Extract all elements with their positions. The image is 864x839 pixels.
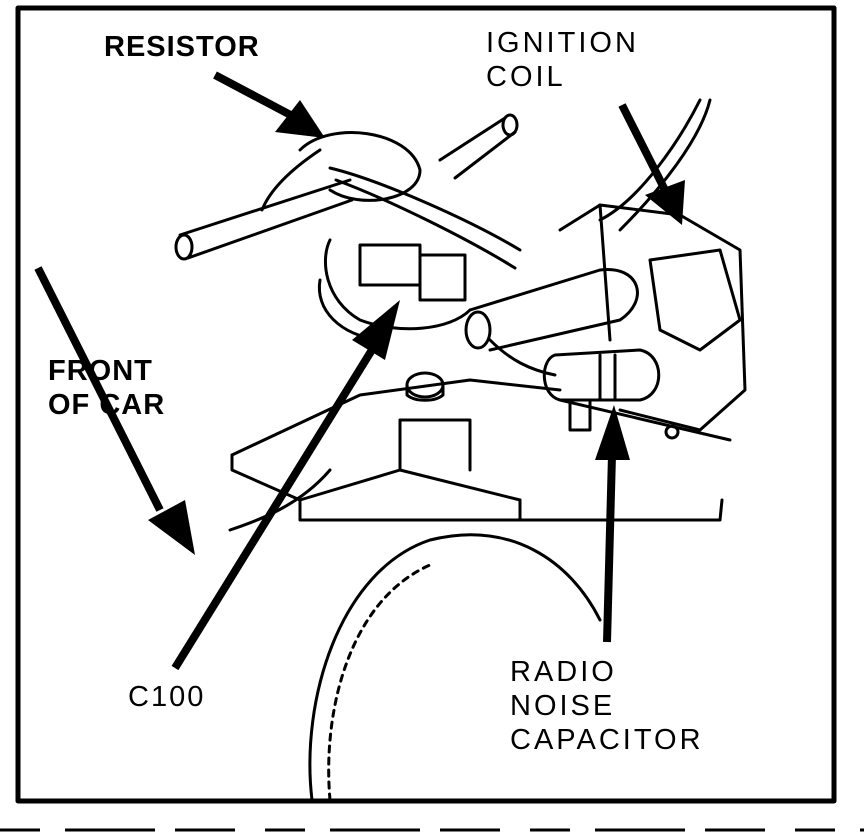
ignition-arrowhead xyxy=(645,180,685,225)
label-front-of-car: FRONT OF CAR xyxy=(48,354,165,422)
label-front-of-car-line1: FRONT xyxy=(48,355,153,387)
label-front-of-car-line2: OF CAR xyxy=(48,389,166,421)
c100-connector-left xyxy=(358,243,422,287)
c100-connector-right xyxy=(418,253,467,302)
front-arrow-shaft xyxy=(34,266,164,512)
resistor-arrowhead xyxy=(275,100,325,138)
ignition-arrow-shaft xyxy=(618,103,669,192)
capacitor-arrowhead xyxy=(595,405,630,460)
bracket-top-edge xyxy=(230,378,562,457)
capacitor-arrow-shaft xyxy=(603,454,616,643)
label-ignition-coil: IGNITION COIL xyxy=(486,26,639,94)
c100-arrow-shaft xyxy=(171,342,379,671)
label-ignition-coil-line2: COIL xyxy=(486,61,566,93)
c100-arrowhead xyxy=(352,300,400,360)
label-ignition-coil-line1: IGNITION xyxy=(486,27,639,59)
capacitor-body xyxy=(542,348,661,402)
front-arrowhead xyxy=(148,500,195,555)
label-radio-line3: CAPACITOR xyxy=(510,724,704,756)
wheel-housing-arc xyxy=(308,533,602,802)
label-radio-line2: NOISE xyxy=(510,690,616,722)
label-c100: C100 xyxy=(128,681,206,713)
label-radio-line1: RADIO xyxy=(510,656,617,688)
label-resistor: RESISTOR xyxy=(104,31,260,63)
frame-border xyxy=(15,5,837,804)
resistor-arrow-shaft xyxy=(213,71,302,124)
label-radio-noise-capacitor: RADIO NOISE CAPACITOR xyxy=(510,655,704,757)
